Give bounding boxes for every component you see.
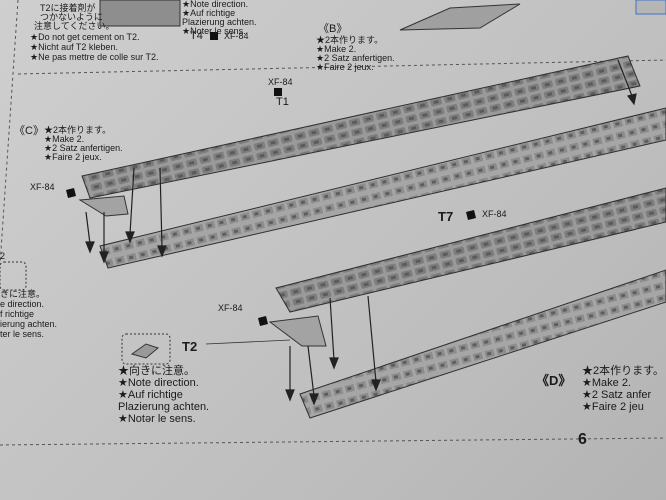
top-part-t2 — [99, 0, 181, 27]
part-label-t4: T4 — [190, 30, 203, 42]
part-label-t1: T1 — [276, 96, 289, 108]
top-center-note-3: ★Noter le sens. — [182, 26, 246, 36]
paint-swatch-1 — [66, 188, 76, 198]
arrows-d — [285, 295, 381, 406]
top-right-box — [635, 0, 666, 15]
paint-swatch-4 — [258, 316, 268, 326]
step-c-label: 《C》 — [14, 125, 44, 137]
direction-icon-box — [121, 333, 171, 365]
step-d-line-1: ★Make 2. — [582, 377, 631, 389]
step-c-line-1: ★Make 2. — [44, 134, 85, 144]
left-partial-1: きに注意。 — [0, 289, 46, 299]
step-d-line-2: ★2 Satz anfer — [582, 389, 652, 401]
note-direction-4: ★Notər le sens. — [118, 413, 196, 425]
top-left-note-5: ★Ne pas mettre de colle sur T2. — [30, 52, 159, 62]
track-d-lower — [299, 269, 666, 419]
left-partial-2: e direction. — [0, 299, 45, 309]
part-t2-lower — [268, 315, 327, 347]
left-direction-icon-box — [0, 261, 27, 291]
paint-label-t1: XF-84 — [268, 77, 293, 87]
arrows-c — [85, 59, 637, 264]
top-left-note-1: つかないように — [40, 12, 103, 22]
step-d-line-3: ★Faire 2 jeu — [582, 401, 644, 413]
left-partial-5: ter le sens. — [0, 329, 45, 339]
step-d-label: 《D》 — [536, 373, 572, 388]
step-b-line-1: ★Make 2. — [316, 44, 357, 54]
page-number: 6 — [578, 431, 587, 448]
step-d-line-0: ★2本作ります。 — [582, 365, 665, 377]
direction-icon — [130, 343, 160, 359]
top-left-note-4: ★Nicht auf T2 kleben. — [30, 42, 118, 52]
step-c-line-0: ★2本作ります。 — [44, 125, 112, 135]
track-c-upper — [81, 55, 641, 199]
top-part-b — [399, 3, 521, 31]
step-b-line-3: ★Faire 2 jeux. — [316, 62, 374, 72]
paint-label-t7: XF-84 — [482, 209, 507, 219]
note-direction-0: ★向きに注意。 — [118, 365, 195, 377]
step-b-line-2: ★2 Satz anfertigen. — [316, 53, 395, 63]
paint-label-c: XF-84 — [30, 182, 55, 192]
panel-divider — [17, 59, 666, 75]
paint-label-d: XF-84 — [218, 303, 243, 313]
note-direction-2: ★Auf richtige — [118, 389, 183, 401]
paint-swatch-5 — [210, 32, 218, 40]
step-c-line-2: ★2 Satz anfertigen. — [44, 143, 123, 153]
top-left-note-0: T2に接着剤が — [40, 3, 96, 13]
left-border — [0, 0, 19, 266]
left-partial-4: ierung achten. — [0, 319, 58, 329]
part-t2-upper — [78, 195, 129, 217]
paint-swatch-2 — [274, 88, 282, 96]
step-b-label: 《B》 — [318, 23, 348, 35]
step-c-line-3: ★Faire 2 jeux. — [44, 152, 102, 162]
paint-label-top: XF-84 — [224, 31, 249, 41]
left-partial-0: 2 — [0, 251, 6, 261]
part-label-t2: T2 — [182, 339, 198, 354]
note-direction-3: Plazierung achten. — [118, 401, 210, 413]
left-partial-3: f richtige — [0, 309, 35, 319]
top-center-note-0: ★Note direction. — [182, 0, 249, 9]
t2-leader — [205, 339, 291, 345]
track-d-upper — [275, 187, 666, 313]
top-left-note-3: ★Do not get cement on T2. — [30, 32, 140, 42]
top-center-note-2: Plazierung achten. — [182, 17, 257, 27]
track-c-lower — [99, 107, 666, 269]
part-label-t7: T7 — [438, 209, 454, 224]
note-direction-1: ★Note direction. — [118, 377, 199, 389]
step-b-line-0: ★2本作ります。 — [316, 35, 384, 45]
top-center-note-1: ★Auf richtige — [182, 8, 236, 18]
paint-swatch-3 — [466, 210, 476, 220]
top-left-note-2: 注意してください。 — [34, 21, 115, 31]
bottom-divider — [0, 437, 666, 446]
